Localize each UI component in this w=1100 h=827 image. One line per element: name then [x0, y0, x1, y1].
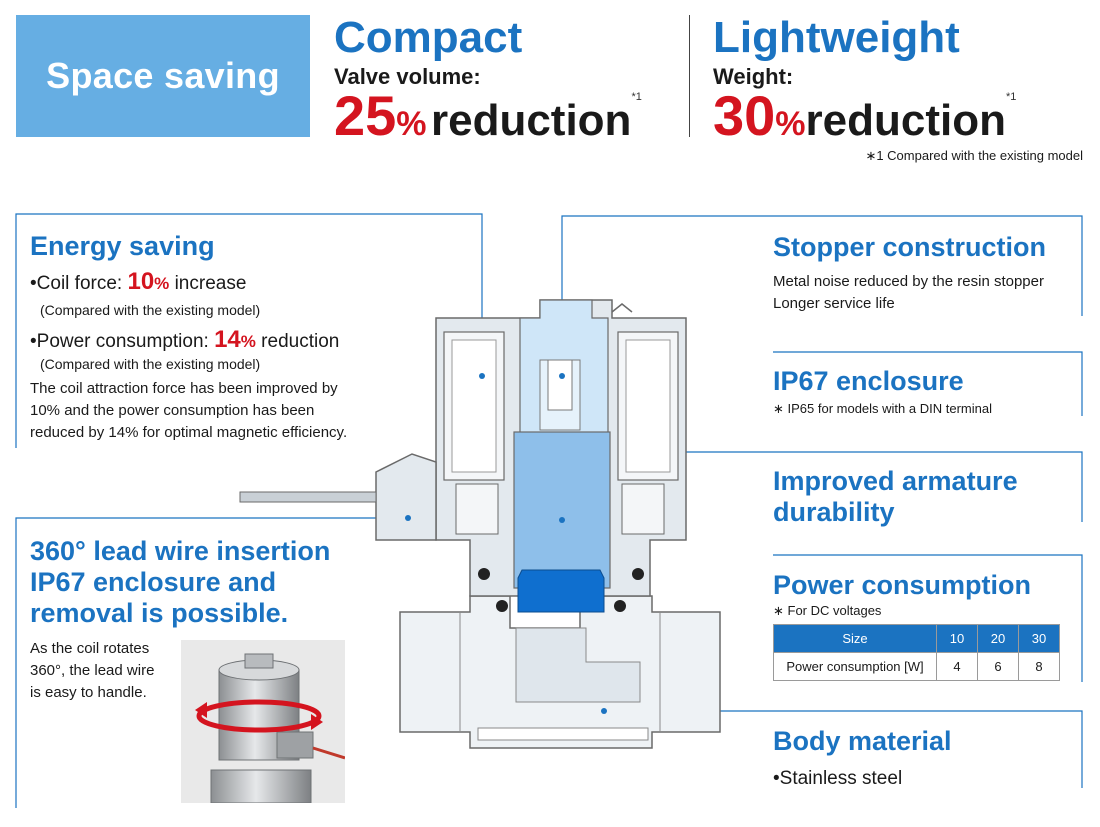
compact-value-line: 25% reduction*1: [334, 88, 642, 144]
body-material-title: Body material: [773, 726, 952, 756]
description-line: As the coil rotates: [30, 640, 150, 657]
power-suffix: reduction: [255, 331, 340, 352]
power-consumption-table: Size 10 20 30 Power consumption [W] 4 6 …: [773, 624, 1060, 681]
stopper-description: Metal noise reduced by the resin stopper…: [773, 271, 1083, 315]
ip67-panel: IP67 enclosure ∗ IP65 for models with a …: [773, 366, 1083, 417]
lightweight-title: Lightweight: [713, 13, 960, 62]
coil-force-label: •Coil force:: [30, 273, 128, 294]
table-header-cell: Size: [773, 624, 937, 653]
compact-subtitle: Valve volume:: [334, 64, 481, 89]
body-material-panel: Body material •Stainless steel: [773, 726, 1083, 791]
power-unit: %: [240, 332, 256, 351]
table-header-row: Size 10 20 30: [773, 624, 1060, 653]
title-line: 360° lead wire insertion: [30, 536, 331, 566]
header-divider: [689, 15, 690, 137]
compact-unit: %: [396, 105, 427, 143]
power-value: 14: [214, 326, 241, 353]
ip67-note: ∗ IP65 for models with a DIN terminal: [773, 401, 992, 416]
ip67-title: IP67 enclosure: [773, 366, 964, 396]
lead-wire-description: As the coil rotates 360°, the lead wire …: [30, 638, 180, 704]
coil-housing: [239, 299, 687, 613]
compact-note-mark: *1: [631, 91, 642, 103]
description-line: 10% and the power consumption has been: [30, 402, 315, 419]
lead-wire-panel: 360° lead wire insertion IP67 enclosure …: [30, 536, 370, 629]
table-cell: 6: [977, 652, 1019, 681]
title-line: IP67 enclosure and: [30, 567, 277, 597]
power-consumption-note: ∗ For DC voltages: [773, 603, 882, 618]
table-row: Power consumption [W] 4 6 8: [773, 652, 1060, 681]
title-line: Improved armature: [773, 466, 1018, 496]
power-line: •Power consumption: 14% reduction: [30, 328, 470, 354]
description-line: is easy to handle.: [30, 684, 147, 701]
body-material-bullet: •Stainless steel: [773, 768, 903, 789]
power-note: (Compared with the existing model): [40, 356, 261, 372]
compact-title: Compact: [334, 13, 523, 62]
description-line: The coil attraction force has been impro…: [30, 380, 338, 397]
stopper-title: Stopper construction: [773, 232, 1047, 262]
power-label: •Power consumption:: [30, 331, 215, 352]
compact-value: 25: [334, 84, 397, 147]
description-line: Metal noise reduced by the resin stopper: [773, 273, 1044, 290]
valve-body: [399, 595, 721, 749]
coil-force-note: (Compared with the existing model): [40, 302, 261, 318]
lightweight-value-line: 30%reduction*1: [713, 88, 1016, 144]
lightweight-block: Lightweight Weight: 30%reduction*1: [713, 16, 1016, 144]
power-consumption-title: Power consumption: [773, 570, 1032, 600]
lightweight-note-mark: *1: [1005, 91, 1017, 103]
lightweight-unit: %: [775, 105, 806, 143]
energy-saving-panel: Energy saving •Coil force: 10% increase …: [30, 231, 470, 444]
stopper-panel: Stopper construction Metal noise reduced…: [773, 232, 1083, 315]
coil-force-unit: %: [154, 274, 170, 293]
lead-wire-title: 360° lead wire insertion IP67 enclosure …: [30, 536, 370, 629]
lightweight-subtitle: Weight:: [713, 64, 794, 89]
coil-force-line: •Coil force: 10% increase: [30, 270, 470, 296]
armature-panel: Improved armature durability: [773, 466, 1083, 528]
armature-title: Improved armature durability: [773, 466, 1083, 528]
table-header-cell: 30: [1018, 624, 1060, 653]
description-line: Longer service life: [773, 295, 895, 312]
compact-label: reduction: [430, 96, 632, 145]
footnote: ∗1 Compared with the existing model: [865, 148, 1083, 163]
coil-force-suffix: increase: [169, 273, 247, 294]
title-line: durability: [773, 497, 895, 527]
title-line: removal is possible.: [30, 598, 289, 628]
rotating-coil-illustration: [195, 653, 345, 803]
coil-force-value: 10: [127, 268, 155, 295]
compact-block: Compact Valve volume: 25% reduction*1: [334, 16, 642, 144]
valve-photo: [181, 640, 345, 803]
space-saving-badge: Space saving: [16, 15, 310, 137]
table-cell: 8: [1018, 652, 1060, 681]
table-cell: Power consumption [W]: [773, 652, 937, 681]
table-header-cell: 10: [936, 624, 978, 653]
table-header-cell: 20: [977, 624, 1019, 653]
lightweight-label: reduction: [805, 96, 1006, 145]
table-cell: 4: [936, 652, 978, 681]
energy-saving-title: Energy saving: [30, 231, 215, 261]
description-line: reduced by 14% for optimal magnetic effi…: [30, 424, 348, 441]
lightweight-value: 30: [713, 84, 776, 147]
power-consumption-panel: Power consumption ∗ For DC voltages: [773, 570, 1083, 619]
description-line: 360°, the lead wire: [30, 662, 155, 679]
leader-dots: [405, 373, 607, 714]
energy-saving-description: The coil attraction force has been impro…: [30, 378, 470, 444]
